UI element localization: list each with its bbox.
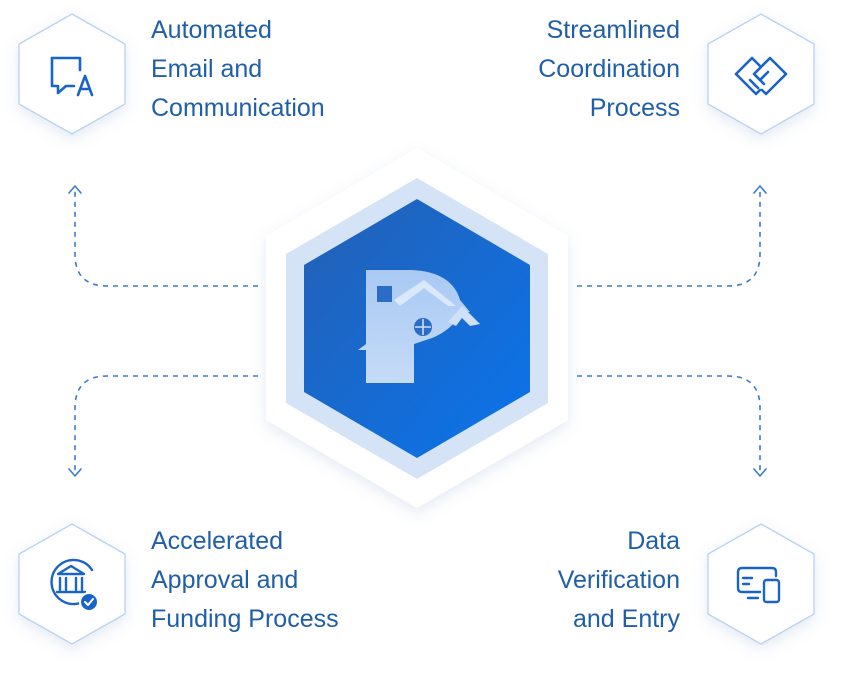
hexagon-top-left <box>18 13 126 135</box>
connector-top-left <box>74 190 258 287</box>
feature-line: Data <box>627 527 680 555</box>
feature-email-communication: Automated Email and Communication <box>151 11 325 128</box>
feature-coordination-process: Streamlined Coordination Process <box>538 11 680 128</box>
connector-top-right <box>577 190 761 287</box>
feature-line: Streamlined <box>546 16 680 44</box>
feature-line: Coordination <box>538 55 680 83</box>
feature-line: Communication <box>151 94 325 122</box>
hexagon-bottom-left <box>18 523 126 645</box>
feature-line: Email and <box>151 55 263 83</box>
devices-icon <box>736 566 781 604</box>
connector-bottom-right <box>577 375 761 472</box>
arrow-up-right-icon <box>753 185 767 194</box>
feature-line: Process <box>589 94 680 122</box>
feature-line: and Entry <box>572 605 680 633</box>
p-house-logo <box>358 270 480 383</box>
hexagon-bottom-right <box>707 523 815 645</box>
arrow-down-left-icon <box>68 468 82 477</box>
chat-translate-icon <box>50 56 94 97</box>
feature-line: Approval and <box>151 566 299 594</box>
bank-check-icon <box>50 558 99 612</box>
connector-bottom-left <box>74 375 258 472</box>
center-hexagon <box>266 148 568 508</box>
arrow-up-left-icon <box>68 185 82 194</box>
feature-data-verification: Data Verification and Entry <box>558 522 680 639</box>
feature-line: Accelerated <box>151 527 284 555</box>
handshake-icon <box>734 56 788 96</box>
feature-line: Funding Process <box>151 605 339 633</box>
arrow-down-right-icon <box>753 468 767 477</box>
feature-line: Automated <box>151 16 272 44</box>
feature-approval-funding: Accelerated Approval and Funding Process <box>151 522 339 639</box>
hexagon-top-right <box>707 13 815 135</box>
feature-line: Verification <box>557 566 680 594</box>
